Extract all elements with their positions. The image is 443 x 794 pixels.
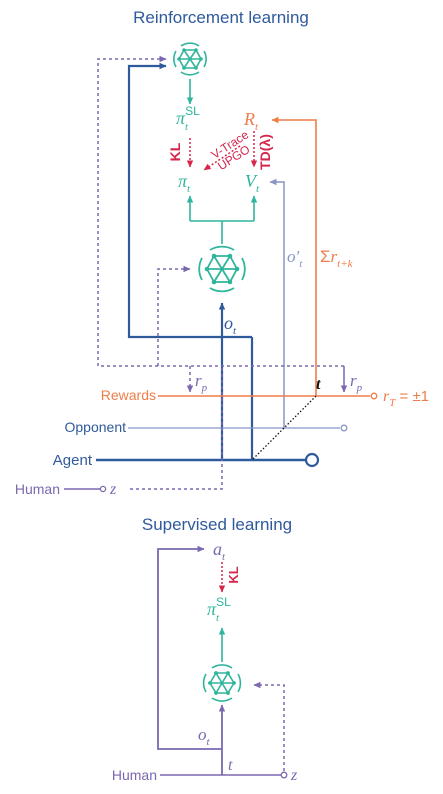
human-label-top: Human bbox=[15, 481, 60, 497]
neural-network-icon bbox=[198, 245, 246, 293]
neural-network-icon bbox=[202, 664, 242, 702]
human-timeline-top bbox=[64, 485, 107, 493]
sl-observation-label: ot bbox=[198, 725, 211, 748]
supervised-learning-title: Supervised learning bbox=[142, 515, 292, 534]
time-step-connector bbox=[251, 395, 317, 461]
reward-sum-label: Σrt+k bbox=[320, 247, 354, 270]
pseudo-reward-left-label: rp bbox=[195, 371, 208, 394]
pseudo-reward-to-main-network bbox=[157, 265, 191, 366]
sl-action-loop bbox=[157, 545, 222, 750]
opponent-label: Opponent bbox=[65, 419, 127, 435]
agent-label: Agent bbox=[53, 452, 93, 469]
opponent-observation-arrow bbox=[269, 178, 285, 428]
neural-network-icon bbox=[173, 42, 207, 76]
human-label-bottom: Human bbox=[112, 767, 157, 783]
time-step-label: t bbox=[316, 376, 321, 393]
statistic-z-label-top: z bbox=[109, 481, 117, 498]
sl-time-step-label: t bbox=[228, 757, 233, 774]
opponent-timeline bbox=[128, 424, 348, 432]
value-label: Vt bbox=[245, 171, 260, 195]
vtrace-upgo-arrow bbox=[203, 145, 241, 171]
opponent-observation-label: o′t bbox=[287, 247, 303, 270]
rewards-timeline bbox=[158, 392, 378, 400]
sl-statistic-z-label: z bbox=[290, 767, 298, 784]
agent-timeline bbox=[96, 452, 320, 468]
rewards-label: Rewards bbox=[101, 387, 156, 403]
sl-kl-label: KL bbox=[226, 566, 241, 583]
sl-action-label: at bbox=[213, 539, 226, 563]
pseudo-reward-right-label: rp bbox=[350, 371, 363, 394]
kl-label: KL bbox=[167, 142, 183, 161]
observation-label: ot bbox=[224, 313, 237, 337]
td-lambda-label: TD(λ) bbox=[257, 134, 273, 170]
human-timeline-bottom bbox=[160, 771, 288, 779]
pi-sl-label: πtSL bbox=[176, 104, 200, 133]
human-statistic-line bbox=[130, 366, 223, 490]
reward-sum-arrow bbox=[271, 116, 317, 396]
return-label: Rt bbox=[243, 109, 259, 133]
sl-pi-label: πtSL bbox=[207, 595, 231, 624]
sl-statistic-arrow bbox=[253, 681, 285, 771]
reinforcement-learning-title: Reinforcement learning bbox=[133, 8, 309, 27]
agent-loop-to-top-network bbox=[127, 62, 222, 339]
policy-label: πt bbox=[178, 171, 191, 195]
terminal-reward-label: rT = ±1 bbox=[383, 388, 429, 409]
